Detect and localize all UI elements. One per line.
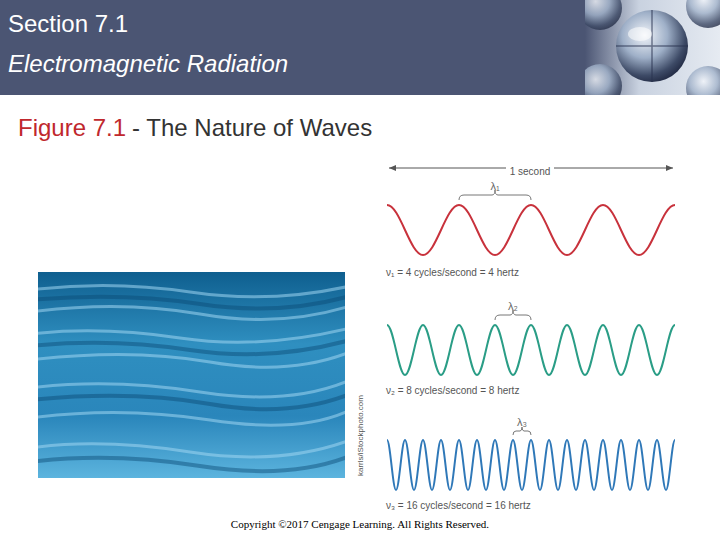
label-slot: λ₂ bbox=[508, 296, 518, 314]
label-slot: 1 second bbox=[506, 161, 555, 179]
time-label: 1 second bbox=[506, 166, 555, 178]
wavelength-label: λ₂ bbox=[508, 300, 518, 313]
sphere-decoration bbox=[585, 0, 720, 95]
water-photo bbox=[38, 272, 345, 478]
figure-title: - The Nature of Waves bbox=[132, 114, 372, 143]
label-slot: λ₁ bbox=[490, 176, 499, 194]
wavelength-brace bbox=[513, 427, 531, 435]
label-slot: Copyright ©2017 Cengage Learning. All Ri… bbox=[231, 514, 489, 532]
photo-credit: karrls/iStockphoto.com bbox=[356, 395, 366, 476]
wave-16hz bbox=[387, 440, 675, 490]
copyright-note: Copyright ©2017 Cengage Learning. All Ri… bbox=[231, 518, 489, 531]
label-slot: ν₂ = 8 cycles/second = 8 hertz bbox=[386, 380, 519, 398]
section-title: Electromagnetic Radiation bbox=[8, 50, 288, 79]
wave-8hz bbox=[387, 325, 675, 375]
label-slot: Figure 7.1 bbox=[18, 114, 126, 143]
frequency-label: ν₂ = 8 cycles/second = 8 hertz bbox=[386, 385, 519, 397]
wave-4hz bbox=[387, 205, 675, 255]
header-band: Section 7.1Electromagnetic Radiation bbox=[0, 0, 585, 95]
label-slot: ν₃ = 16 cycles/second = 16 hertz bbox=[386, 495, 531, 513]
section-number: Section 7.1 bbox=[8, 10, 128, 39]
frequency-label: ν₁ = 4 cycles/second = 4 hertz bbox=[386, 267, 519, 279]
wavelength-label: λ₁ bbox=[490, 180, 499, 193]
label-slot: ν₁ = 4 cycles/second = 4 hertz bbox=[386, 262, 519, 280]
label-slot: λ₃ bbox=[517, 412, 527, 430]
label-slot: - The Nature of Waves bbox=[132, 114, 372, 143]
figure-number: Figure 7.1 bbox=[18, 114, 126, 143]
frequency-label: ν₃ = 16 cycles/second = 16 hertz bbox=[386, 500, 531, 512]
wavelength-label: λ₃ bbox=[517, 416, 527, 429]
label-slot: karrls/iStockphoto.com bbox=[349, 395, 367, 476]
